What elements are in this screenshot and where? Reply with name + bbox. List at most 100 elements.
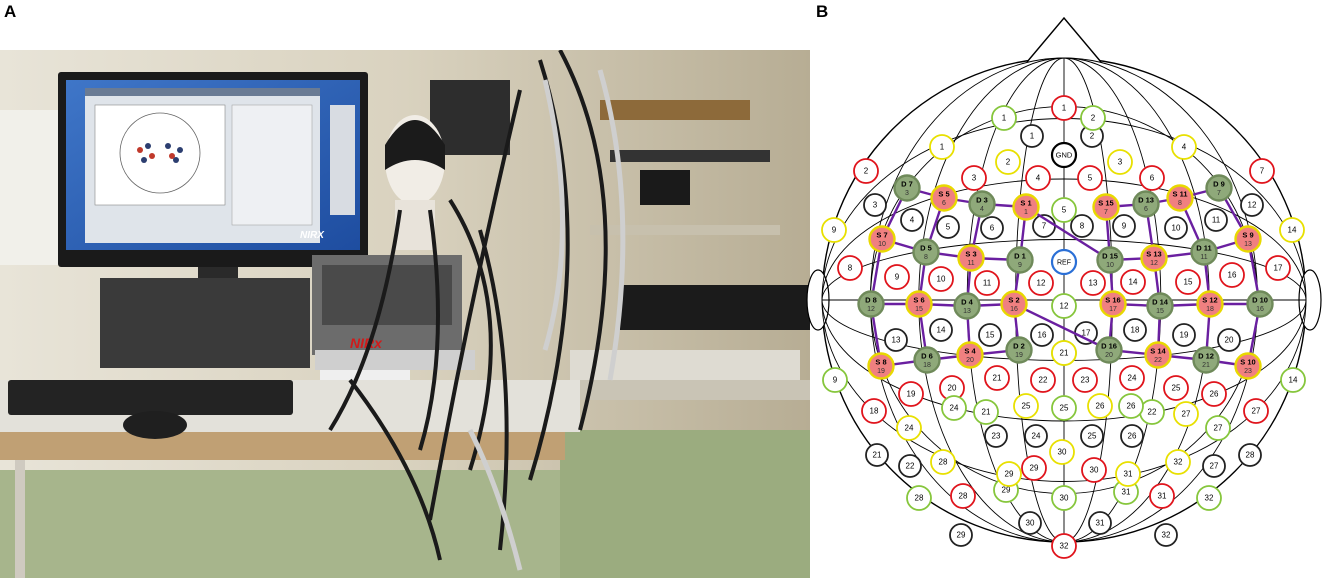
black-ring-32: 32 (1154, 523, 1178, 547)
nose (1026, 16, 1102, 63)
yellow-ring-4: 4 (1171, 134, 1197, 160)
ring-number: 32 (1060, 542, 1069, 551)
optode-label: D 11 (1196, 243, 1211, 252)
black-ring-3: 3 (863, 193, 887, 217)
black-ring-15: 15 (978, 323, 1002, 347)
channel-link (1025, 205, 1111, 262)
red-ring-27: 27 (1243, 398, 1269, 424)
ring-number: 19 (1180, 331, 1189, 340)
black-ring-10: 10 (1164, 216, 1188, 240)
yellow-ring-30: 30 (1049, 439, 1075, 465)
source-6: S 615 (905, 290, 933, 318)
ring-number: 12 (1248, 201, 1257, 210)
optode-label: S 11 (1172, 189, 1187, 198)
red-ring-4: 4 (1025, 165, 1051, 191)
optode-number: 11 (1200, 254, 1207, 261)
black-ring-16: 16 (1030, 323, 1054, 347)
optode-number: 13 (963, 308, 971, 315)
ring-number: 25 (1022, 402, 1031, 411)
lab-setup-photo: NIRX NIRx (0, 50, 810, 578)
black-ring-6: 6 (980, 216, 1004, 240)
ring-number: 7 (1260, 167, 1265, 176)
optode-label: D 3 (976, 195, 988, 204)
green-ring-26: 26 (1118, 393, 1144, 419)
optode-number: 19 (877, 368, 885, 375)
optode-number: 3 (905, 190, 909, 197)
red-ring-32: 32 (1051, 533, 1077, 559)
ring-number: 2 (1091, 114, 1096, 123)
ring-number: 21 (873, 451, 882, 460)
green-ring-2: 2 (1080, 105, 1106, 131)
ring-number: 14 (1289, 376, 1298, 385)
black-ring-25: 25 (1080, 424, 1104, 448)
screen-brand-logo: NIRX (300, 230, 325, 241)
optode-number: 23 (1244, 368, 1252, 375)
ring-number: 27 (1214, 424, 1223, 433)
red-ring-30: 30 (1081, 457, 1107, 483)
green-ring-27: 27 (1205, 415, 1231, 441)
ring-number: 27 (1252, 407, 1261, 416)
optode-label: S 15 (1098, 198, 1113, 207)
ring-number: 32 (1174, 458, 1183, 467)
ring-number: 6 (1150, 174, 1155, 183)
ring-number: 27 (1182, 410, 1191, 419)
ring-number: 32 (1205, 494, 1214, 503)
screen-montage-preview (137, 143, 183, 163)
red-ring-1: 1 (1051, 95, 1077, 121)
red-ring-14: 14 (1120, 269, 1146, 295)
black-ring-26: 26 (1120, 424, 1144, 448)
ring-number: 5 (1062, 206, 1067, 215)
optode-label: S 4 (964, 346, 976, 355)
ring-number: 31 (1124, 470, 1133, 479)
ring-number: 13 (892, 336, 901, 345)
red-ring-3: 3 (961, 165, 987, 191)
green-ring-28: 28 (906, 485, 932, 511)
black-ring-8: 8 (1070, 214, 1094, 238)
ring-number: 5 (946, 223, 951, 232)
ring-number: 16 (1228, 271, 1237, 280)
ring-number: 19 (907, 390, 916, 399)
optode-label: D 15 (1102, 251, 1118, 260)
source-4: S 420 (956, 341, 984, 369)
ring-number: 31 (1122, 488, 1131, 497)
yellow-ring-1: 1 (929, 134, 955, 160)
green-ring-1: 1 (991, 105, 1017, 131)
optode-number: 1 (1024, 209, 1028, 216)
green-ring-12: 12 (1051, 293, 1077, 319)
red-ring-19: 19 (898, 381, 924, 407)
optode-number: 19 (1015, 352, 1023, 359)
ring-number: 30 (1060, 494, 1069, 503)
ring-number: 32 (1162, 531, 1171, 540)
detector-3: D 34 (968, 190, 996, 218)
optode-number: 15 (1156, 308, 1164, 315)
ring-number: 25 (1088, 432, 1097, 441)
optode-number: 18 (923, 362, 931, 369)
ring-number: 4 (910, 216, 915, 225)
black-ring-29: 29 (949, 523, 973, 547)
yellow-ring-2: 2 (995, 149, 1021, 175)
ring-number: 22 (1148, 408, 1157, 417)
optode-label: D 2 (1013, 341, 1025, 350)
optode-label: D 8 (865, 295, 877, 304)
optode-number: 13 (1244, 241, 1252, 248)
red-ring-10: 10 (928, 266, 954, 292)
yellow-ring-24: 24 (896, 415, 922, 441)
optode-label: S 12 (1202, 295, 1217, 304)
ring-number: 28 (1246, 451, 1255, 460)
black-ring-18: 18 (1123, 318, 1147, 342)
red-ring-22: 22 (1030, 367, 1056, 393)
green-ring-21: 21 (973, 399, 999, 425)
red-ring-20: 20 (939, 375, 965, 401)
green-ring-30: 30 (1051, 485, 1077, 511)
optode-number: 7 (1217, 190, 1221, 197)
black-ring-19: 19 (1172, 323, 1196, 347)
red-ring-21: 21 (984, 365, 1010, 391)
panel-label-b: B (816, 2, 829, 21)
ring-number: 2 (864, 167, 869, 176)
source-5: S 56 (930, 184, 958, 212)
black-ring-9: 9 (1112, 214, 1136, 238)
green-ring-32: 32 (1196, 485, 1222, 511)
